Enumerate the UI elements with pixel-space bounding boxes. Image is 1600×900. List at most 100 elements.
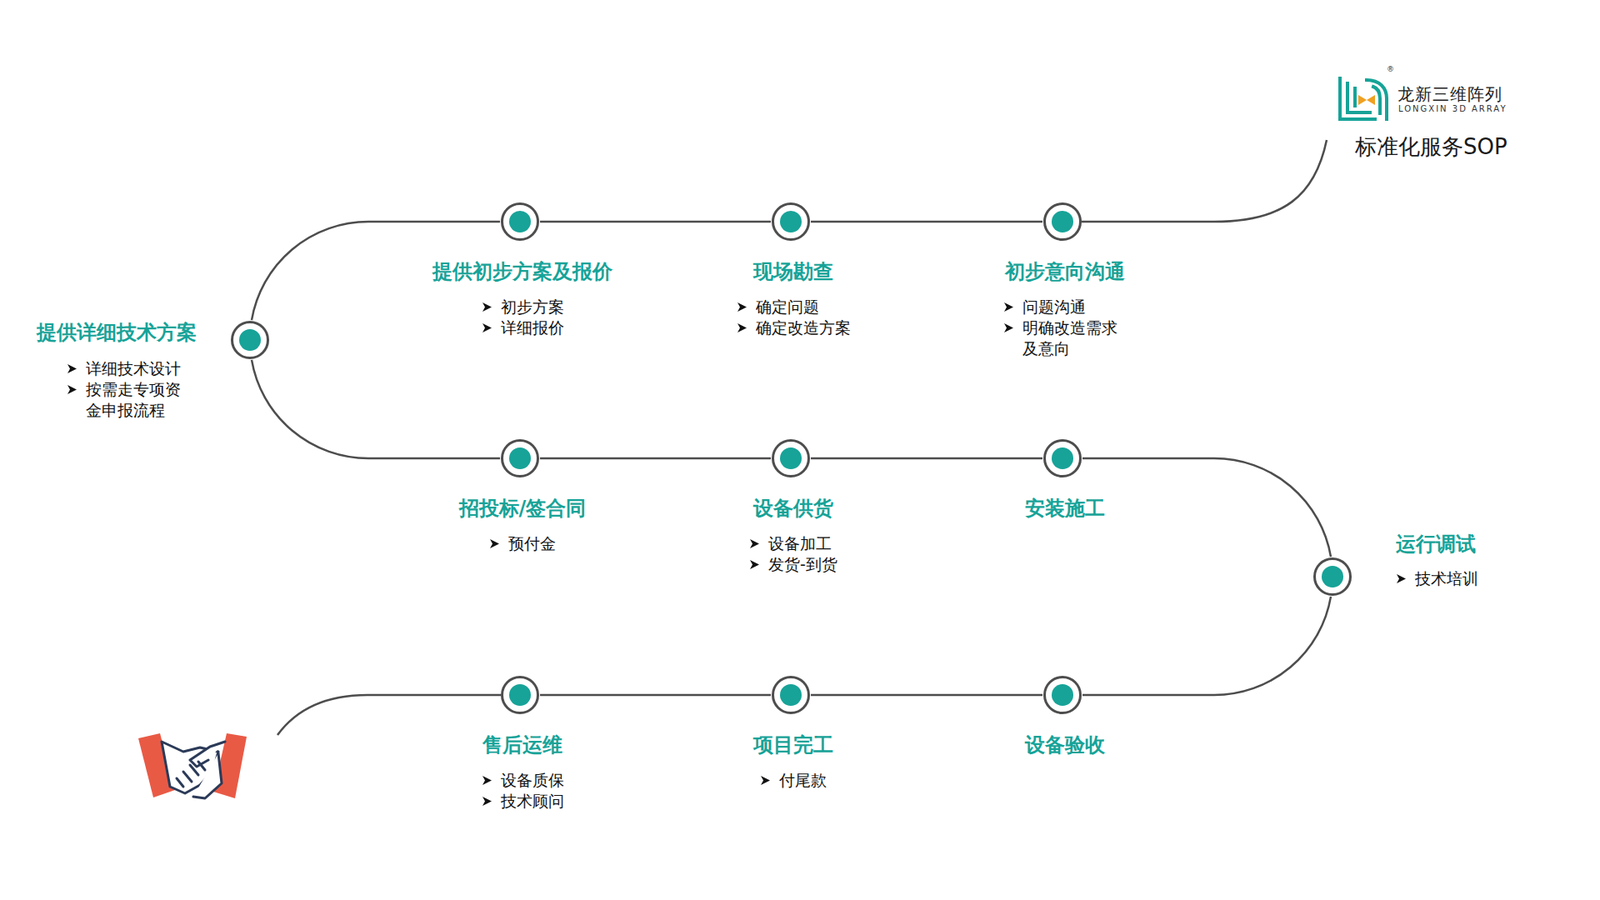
bullet-item: 付尾款 [760,770,827,791]
flow-connector [810,457,1043,460]
step-text: 初步意向沟通问题沟通明确改造需求及意向 [923,259,1207,360]
step-bullets: 初步方案详细报价 [481,296,565,339]
step-dot-core [509,447,531,470]
bullet-arrow [749,559,760,570]
step-dot-core [1051,447,1074,470]
brand-name-latin: LONGXIN 3D ARRAY [1398,104,1508,114]
bullet-arrow [760,775,771,786]
handshake-icon [138,733,247,799]
step-bullets: 确定问题确定改造方案 [736,296,851,339]
step-bullets: 设备质保技术顾问 [481,770,565,812]
step-dot-core [780,447,802,470]
step-node: 提供详细技术方案详细技术设计按需走专项资 金申报流程 [230,320,270,360]
bullet-item: 初步方案 [481,296,565,318]
bullet-arrow [736,301,748,313]
step-title: 提供初步方案及报价 [380,259,665,285]
step-text: 运行调试技术培训 [1395,531,1580,590]
step-title: 运行调试 [1395,531,1580,557]
bullet-item: 确定改造方案 [736,317,851,339]
bullet-text: 问题沟通 [1022,296,1086,318]
step-title: 现场勘查 [651,259,935,285]
step-text: 售后运维设备质保技术顾问 [380,732,665,812]
logo-accent [1358,95,1375,105]
step-dot-core [509,684,531,706]
step-node: 现场勘查确定问题确定改造方案 [771,202,810,241]
bullet-item: 技术顾问 [481,790,565,812]
step-node: 运行调试技术培训 [1313,557,1352,596]
step-node: 招投标/签合同预付金 [500,439,540,478]
bullet-arrow [1003,301,1015,313]
step-node: 初步意向沟通问题沟通明确改造需求及意向 [1043,202,1082,241]
bullet-item: 设备加工 [749,533,838,555]
bullet-arrow [481,301,493,313]
bullet-item: 技术培训 [1395,568,1479,590]
flow-connector [810,694,1043,697]
step-dot-core [1321,565,1344,588]
brand-name: 龙新三维阵列 [1397,83,1503,106]
bullet-text: 技术顾问 [500,790,565,812]
step-title: 售后运维 [380,732,665,758]
bullet-text: 详细技术设计 [85,358,181,380]
bullet-arrow [66,363,78,375]
bullet-text: 设备质保 [500,770,565,791]
step-bullets: 付尾款 [760,770,827,791]
step-title: 初步意向沟通 [923,259,1207,285]
step-dot-core [780,684,802,706]
bullet-arrow [481,322,493,334]
bullet-arrow [66,384,78,395]
bullet-item: 详细技术设计 [66,358,190,380]
bullet-item: 设备质保 [481,770,565,791]
step-bullets: 设备加工发货-到货 [749,533,838,575]
step-bullets: 技术培训 [1395,568,1479,590]
flow-connector [540,694,771,697]
bullet-arrow [749,538,760,550]
step-bullets: 详细技术设计按需走专项资 金申报流程 [66,358,190,421]
bullet-item: 明确改造需求及意向 [1003,317,1127,360]
flow-connector [251,360,500,459]
bullet-arrow [1395,573,1407,585]
bullet-item: 问题沟通 [1003,296,1127,318]
step-title: 提供详细技术方案 [36,320,230,345]
step-dot-core [509,210,531,233]
bullet-item: 详细报价 [481,317,565,339]
bullet-text: 明确改造需求及意向 [1022,317,1127,360]
step-title: 项目完工 [651,732,935,758]
step-bullets: 预付金 [489,533,556,555]
step-title: 招投标/签合同 [380,495,665,521]
bullet-text: 确定改造方案 [755,317,851,339]
flow-connector [810,220,1043,224]
step-dot-core [239,329,261,351]
bullet-item: 按需走专项资 金申报流程 [66,379,190,421]
bullet-text: 预付金 [508,533,556,555]
bullet-item: 预付金 [489,533,556,555]
step-title: 设备供货 [651,495,935,521]
step-node: 设备供货设备加工发货-到货 [771,439,810,478]
flow-connector [540,220,771,224]
logo-icon [1340,78,1387,120]
flow-line [1081,140,1327,222]
step-node: 售后运维设备质保技术顾问 [500,675,540,715]
step-node: 设备验收 [1043,675,1082,715]
bullet-item: 发货-到货 [749,554,838,575]
step-title: 安装施工 [923,495,1207,521]
bullet-text: 详细报价 [500,317,565,339]
step-text: 设备供货设备加工发货-到货 [651,495,935,575]
step-title: 设备验收 [923,732,1207,758]
step-dot-core [1051,210,1074,233]
step-text: 现场勘查确定问题确定改造方案 [651,259,935,339]
step-dot-core [1051,684,1074,706]
page-title: 标准化服务SOP [1355,132,1508,162]
bullet-arrow [736,322,748,334]
step-bullets: 问题沟通明确改造需求及意向 [1003,296,1127,360]
flow-line [277,695,501,735]
step-text: 安装施工 [923,495,1207,521]
bullet-text: 初步方案 [500,296,565,318]
step-node: 项目完工付尾款 [771,675,810,715]
bullet-text: 技术培训 [1415,568,1479,590]
step-text: 提供详细技术方案详细技术设计按需走专项资 金申报流程 [36,320,230,421]
bullet-text: 付尾款 [779,770,827,791]
step-text: 设备验收 [923,732,1207,758]
step-node: 提供初步方案及报价初步方案详细报价 [500,202,540,241]
flow-connector [540,457,771,460]
